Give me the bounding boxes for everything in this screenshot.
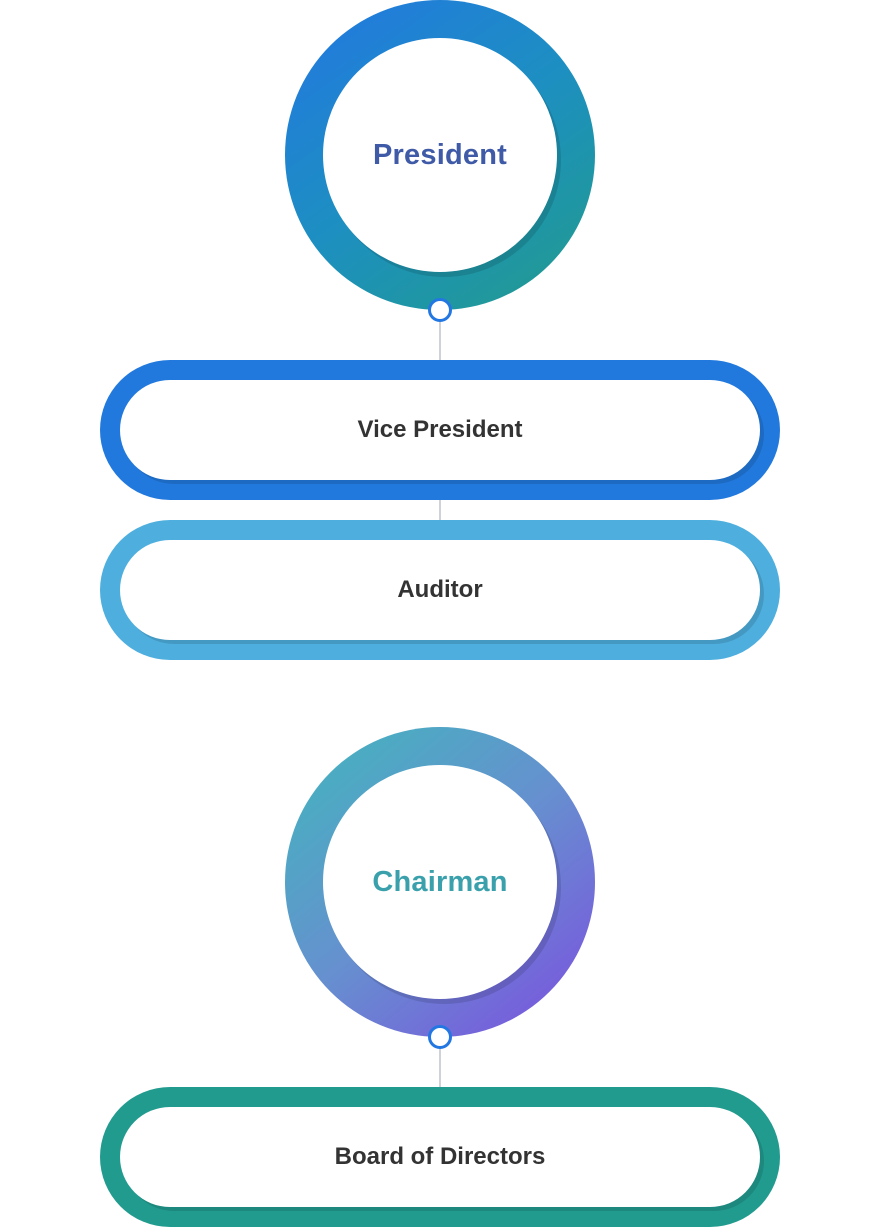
board-of-directors-node-inner: Board of Directors xyxy=(120,1107,760,1207)
chairman-label: Chairman xyxy=(372,865,508,898)
president-connector-dot xyxy=(428,298,452,322)
board-of-directors-label: Board of Directors xyxy=(334,1143,546,1170)
connector-vice-auditor xyxy=(439,490,441,530)
chairman-node-inner: Chairman xyxy=(323,765,557,999)
president-label: President xyxy=(373,138,507,171)
vice-president-node-inner: Vice President xyxy=(120,380,760,480)
chairman-connector-dot xyxy=(428,1025,452,1049)
auditor-label: Auditor xyxy=(397,576,483,603)
president-node: President xyxy=(285,0,595,310)
chairman-node: Chairman xyxy=(285,727,595,1037)
vice-president-label: Vice President xyxy=(357,416,523,443)
auditor-node: Auditor xyxy=(100,520,780,660)
president-node-inner: President xyxy=(323,38,557,272)
vice-president-node: Vice President xyxy=(100,360,780,500)
auditor-node-inner: Auditor xyxy=(120,540,760,640)
connector-president-vice xyxy=(439,300,441,380)
connector-chairman-board xyxy=(439,1030,441,1100)
board-of-directors-node: Board of Directors xyxy=(100,1087,780,1227)
